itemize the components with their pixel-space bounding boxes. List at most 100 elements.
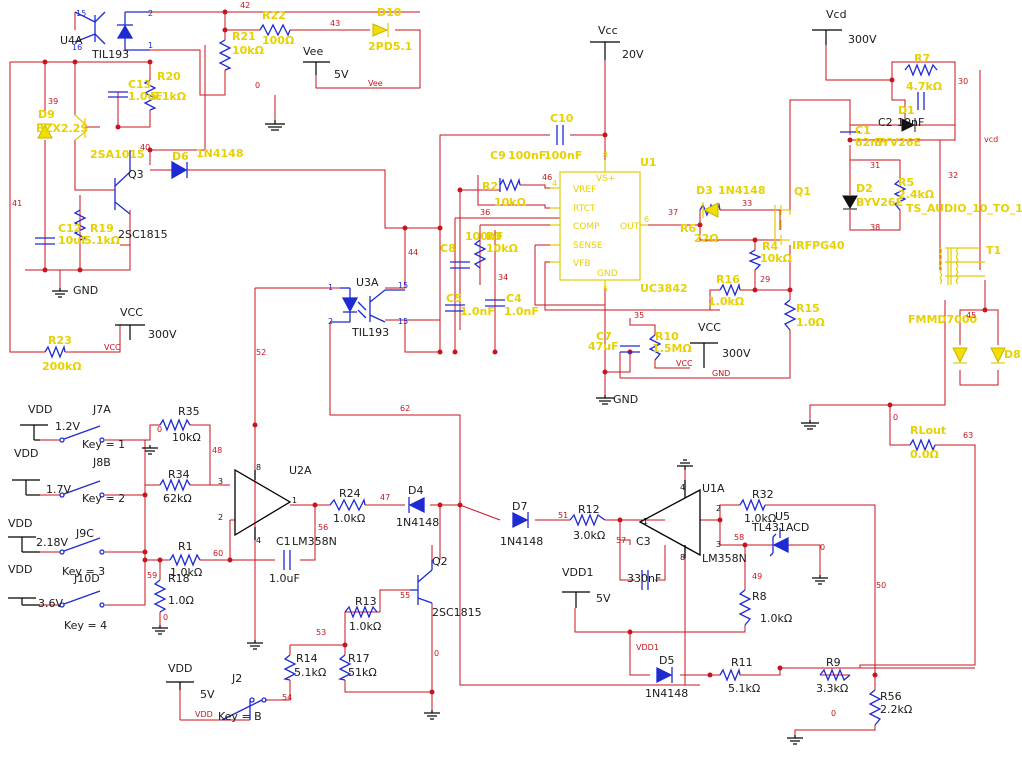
resistor-r17-icon	[338, 654, 352, 681]
pin-sense: SENSE	[573, 241, 603, 251]
transistor-q3-icon	[114, 150, 131, 215]
label-c7: C7	[596, 330, 612, 343]
pin-2c: 2	[218, 513, 223, 522]
pin-1b: 1	[328, 283, 333, 292]
ground-icon	[596, 395, 614, 405]
net-34: 34	[498, 273, 508, 282]
label-vdd1v: 5V	[596, 592, 611, 605]
capacitor-c3-icon	[641, 570, 649, 590]
label-vee-net: Vee	[368, 79, 383, 88]
net-56: 56	[318, 523, 328, 532]
label-byv26e-2: BYV26E	[856, 196, 903, 209]
label-c7v: 47uF	[588, 340, 619, 353]
ic-uc3842-icon	[559, 171, 641, 281]
resistor-rlout-icon	[909, 438, 936, 452]
label-c5: C5	[446, 292, 462, 305]
junction-dots	[42, 9, 988, 695]
label-c9v: 100nF	[508, 149, 546, 162]
label-r7: R7	[914, 52, 930, 65]
switch-j10d-icon	[59, 590, 105, 608]
pin-15c: 15	[398, 317, 408, 326]
label-r6v: 22Ω	[694, 232, 719, 245]
label-vdd-net-b: VDD	[195, 710, 213, 719]
label-r9v: 3.3kΩ	[816, 682, 848, 695]
label-j2: J2	[231, 672, 242, 685]
label-v36: 3.6V	[38, 597, 63, 610]
net-45: 45	[966, 311, 976, 320]
label-vcc-net2: VCC	[676, 359, 693, 368]
pin-4: 4	[552, 179, 557, 188]
label-r18: R18	[168, 572, 190, 585]
net-33: 33	[742, 199, 752, 208]
resistor-r4-icon	[748, 249, 762, 271]
label-r13v: 1.0kΩ	[349, 620, 381, 633]
label-d5: D5	[659, 654, 674, 667]
label-d9: D9	[38, 108, 55, 121]
label-r18v: 1.0Ω	[168, 594, 194, 607]
label-c12: C12	[58, 222, 81, 235]
label-r19v: 5.1kΩ	[84, 234, 121, 247]
label-r11: R11	[731, 656, 753, 669]
pin-comp: COMP	[573, 222, 600, 232]
label-r17: R17	[348, 652, 370, 665]
pin-4b: 4	[256, 536, 261, 545]
label-vdd-2: VDD	[14, 447, 38, 460]
label-r10v: 1.5MΩ	[652, 342, 692, 355]
net-43: 43	[330, 19, 340, 28]
pin-1d: 1	[643, 517, 648, 526]
pin-4d: 4	[680, 483, 685, 492]
resistor-r20-icon	[143, 79, 157, 111]
label-r24v: 1.0kΩ	[333, 512, 365, 525]
label-r56v: 2.2kΩ	[880, 703, 912, 716]
label-keyb: Key = B	[218, 710, 262, 723]
net-48: 48	[212, 446, 222, 455]
label-j8b: J8B	[92, 456, 111, 469]
net-0a: 0	[255, 81, 260, 90]
label-vcc2: VCC	[698, 321, 721, 334]
label-c9: C9	[490, 149, 506, 162]
blue-components	[59, 11, 789, 721]
label-d3: D3	[696, 184, 713, 197]
net-54: 54	[282, 693, 292, 702]
label-key3: Key = 3	[62, 565, 105, 578]
label-r14v: 5.1kΩ	[294, 666, 326, 679]
resistor-r16-icon	[719, 282, 741, 297]
capacitor-c12-icon	[35, 237, 55, 245]
label-r34v: 62kΩ	[163, 492, 192, 505]
label-vcd-net: vcd	[984, 135, 998, 144]
resistor-r1-icon	[169, 553, 201, 567]
capacitor-c8-icon	[450, 261, 470, 269]
label-irfpg40: IRFPG40	[792, 239, 845, 252]
label-d5v: 1N4148	[645, 687, 688, 700]
pin-6: 6	[644, 215, 649, 224]
label-r4: R4	[762, 240, 778, 253]
resistor-r5-icon	[893, 179, 907, 211]
diode-d6-icon	[171, 160, 188, 180]
resistor-r14-icon	[283, 654, 297, 681]
net-0b: 0	[893, 413, 898, 422]
label-vdd-5: VDD	[168, 662, 192, 675]
label-j7a: J7A	[92, 403, 111, 416]
net-32: 32	[948, 171, 958, 180]
net-37: 37	[668, 208, 678, 217]
label-v17: 1.7V	[46, 483, 71, 496]
label-r3: R3	[486, 230, 502, 243]
net-62: 62	[400, 404, 410, 413]
transformer-t1-icon	[939, 247, 985, 285]
label-d7: D7	[512, 500, 527, 513]
label-q2v: 2SC1815	[432, 606, 482, 619]
label-key2: Key = 2	[82, 492, 125, 505]
net-38: 38	[870, 223, 880, 232]
label-r15: R15	[796, 302, 820, 315]
pin-gnd: GND	[597, 269, 618, 279]
regulator-u5-icon	[769, 528, 789, 557]
net-0f: 0	[820, 543, 825, 552]
resistor-r3-icon	[473, 239, 487, 269]
label-r15v: 1.0Ω	[796, 316, 825, 329]
resistor-r32-icon	[739, 498, 766, 512]
labels: U4A TIL193 R20 5.1kΩ C13 1.0uF D9 BZX2.2…	[8, 1, 1022, 723]
net-49: 49	[752, 572, 762, 581]
opamp-u1a-icon	[638, 480, 701, 558]
net-0g: 0	[831, 709, 836, 718]
